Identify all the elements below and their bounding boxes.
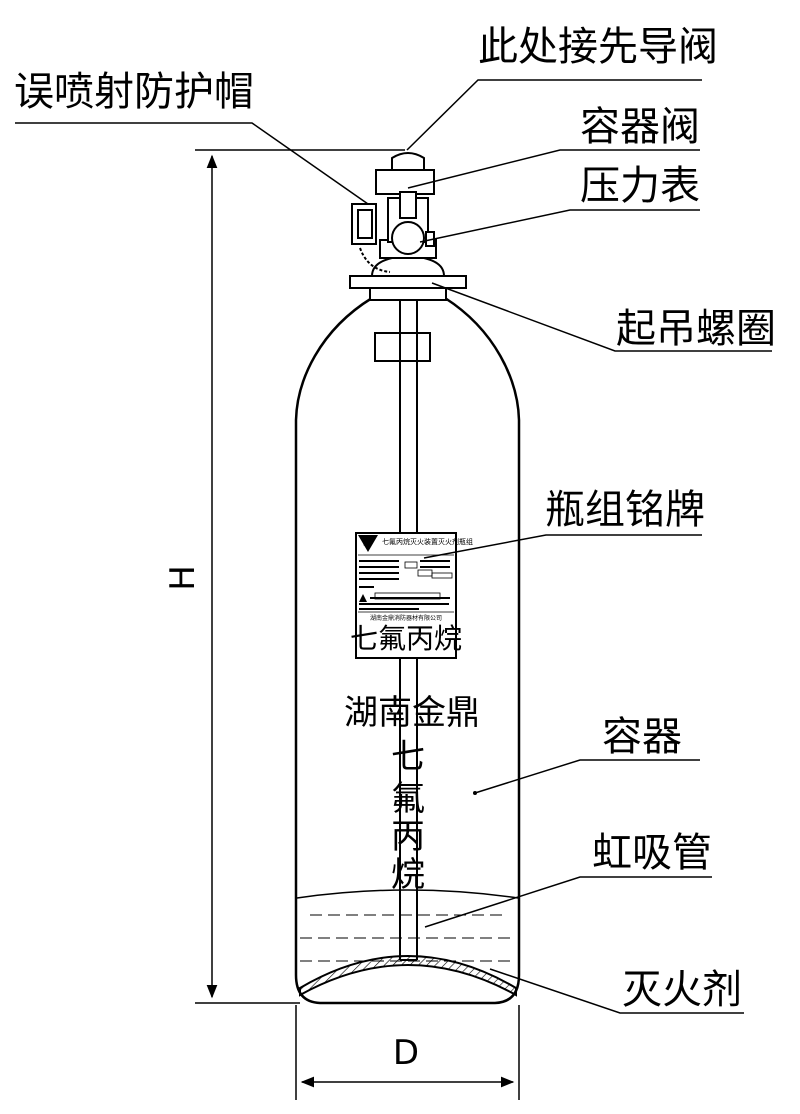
nameplate-panel: 七氟丙烷灭火装置灭火剂瓶组 湖南金鼎消防器材有限公司 七氟丙烷 <box>350 532 473 659</box>
leader-lines <box>15 79 772 1014</box>
label-extinguishing-agent: 灭火剂 <box>622 967 742 1013</box>
height-dimension-label: H <box>163 565 203 591</box>
cylinder-body <box>294 296 521 1005</box>
concave-bottom <box>299 955 517 997</box>
neck-window <box>374 332 431 362</box>
label-lifting-ring: 起吊螺圈 <box>616 306 776 352</box>
agent-char-3: 丙 <box>391 817 425 857</box>
anti-discharge-cap <box>351 203 391 273</box>
nameplate-title: 七氟丙烷灭火装置灭火剂瓶组 <box>382 537 473 546</box>
diameter-dimension <box>295 1005 520 1100</box>
container-leader-dot <box>473 791 477 795</box>
label-pilot-valve: 此处接先导阀 <box>478 24 718 70</box>
extinguishing-agent-surface <box>296 889 519 962</box>
label-anti-discharge-cap: 误喷射防护帽 <box>14 69 254 115</box>
neck-collar <box>349 254 467 301</box>
label-nameplate: 瓶组铭牌 <box>545 487 705 533</box>
valve-assembly <box>375 152 437 259</box>
label-container-valve: 容器阀 <box>580 104 700 150</box>
nameplate-big-text: 七氟丙烷 <box>350 622 462 655</box>
nameplate-company: 湖南金鼎消防器材有限公司 <box>370 614 442 622</box>
diameter-dimension-label: D <box>393 1033 419 1073</box>
agent-char-2: 氟 <box>391 779 425 819</box>
agent-char-4: 烷 <box>391 855 425 895</box>
height-dimension <box>195 149 405 1004</box>
manufacturer-text: 湖南金鼎 <box>344 693 480 733</box>
agent-char-1: 七 <box>391 737 425 777</box>
label-pressure-gauge: 压力表 <box>580 163 700 209</box>
label-siphon-tube: 虹吸管 <box>592 830 712 876</box>
label-container: 容器 <box>602 714 682 760</box>
